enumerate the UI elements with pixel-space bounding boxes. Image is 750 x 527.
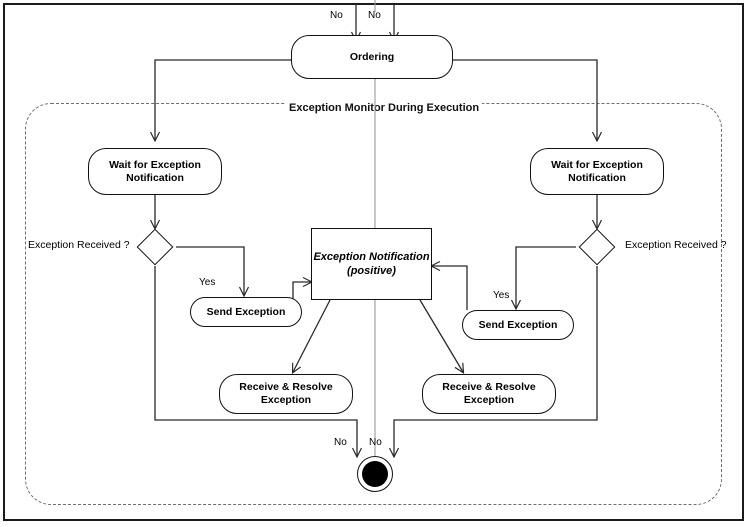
activity-node-wait-left[interactable]: Wait for Exception Notification <box>88 148 222 195</box>
activity-node-send-exception-left[interactable]: Send Exception <box>190 297 302 327</box>
edge-label-yes-left: Yes <box>199 277 216 288</box>
decision-left-label: Exception Received ? <box>28 239 130 251</box>
activity-node-receive-resolve-right-line1: Receive & Resolve <box>442 381 536 393</box>
edge-label-yes-right: Yes <box>493 290 510 301</box>
activity-node-send-exception-right-label: Send Exception <box>478 318 558 331</box>
activity-node-send-exception-right[interactable]: Send Exception <box>462 310 574 340</box>
activity-node-wait-left-label-line1: Wait for Exception <box>109 158 201 171</box>
activity-node-send-exception-left-label: Send Exception <box>206 305 286 318</box>
activity-node-ordering[interactable]: Ordering <box>291 35 453 79</box>
activity-node-receive-resolve-left-line2: Exception <box>260 394 312 406</box>
object-node-exception-notification-line1: Exception Notification <box>313 251 430 263</box>
edge-label-bottom-no-right: No <box>369 437 382 448</box>
edge-label-top-no-right: No <box>368 10 381 21</box>
partition-label: Exception Monitor During Execution <box>286 102 483 115</box>
activity-node-wait-right-label-line2: Notification <box>568 171 626 184</box>
activity-node-receive-resolve-left-line1: Receive & Resolve <box>239 381 333 393</box>
object-node-exception-notification-line2: (positive) <box>347 265 396 277</box>
final-node <box>362 461 388 487</box>
activity-node-ordering-label: Ordering <box>349 50 395 63</box>
activity-node-wait-right-label-line1: Wait for Exception <box>551 158 643 171</box>
diagram-outer-frame <box>3 3 744 521</box>
decision-right-label: Exception Received ? <box>625 239 727 251</box>
activity-node-receive-resolve-left[interactable]: Receive & Resolve Exception <box>219 374 353 414</box>
object-node-exception-notification[interactable]: Exception Notification (positive) <box>311 228 432 300</box>
activity-node-receive-resolve-right[interactable]: Receive & Resolve Exception <box>422 374 556 414</box>
activity-node-wait-left-label-line2: Notification <box>126 171 184 184</box>
edge-label-bottom-no-left: No <box>334 437 347 448</box>
edge-label-top-no-left: No <box>330 10 343 21</box>
activity-node-wait-right[interactable]: Wait for Exception Notification <box>530 148 664 195</box>
activity-node-receive-resolve-right-line2: Exception <box>463 394 515 406</box>
